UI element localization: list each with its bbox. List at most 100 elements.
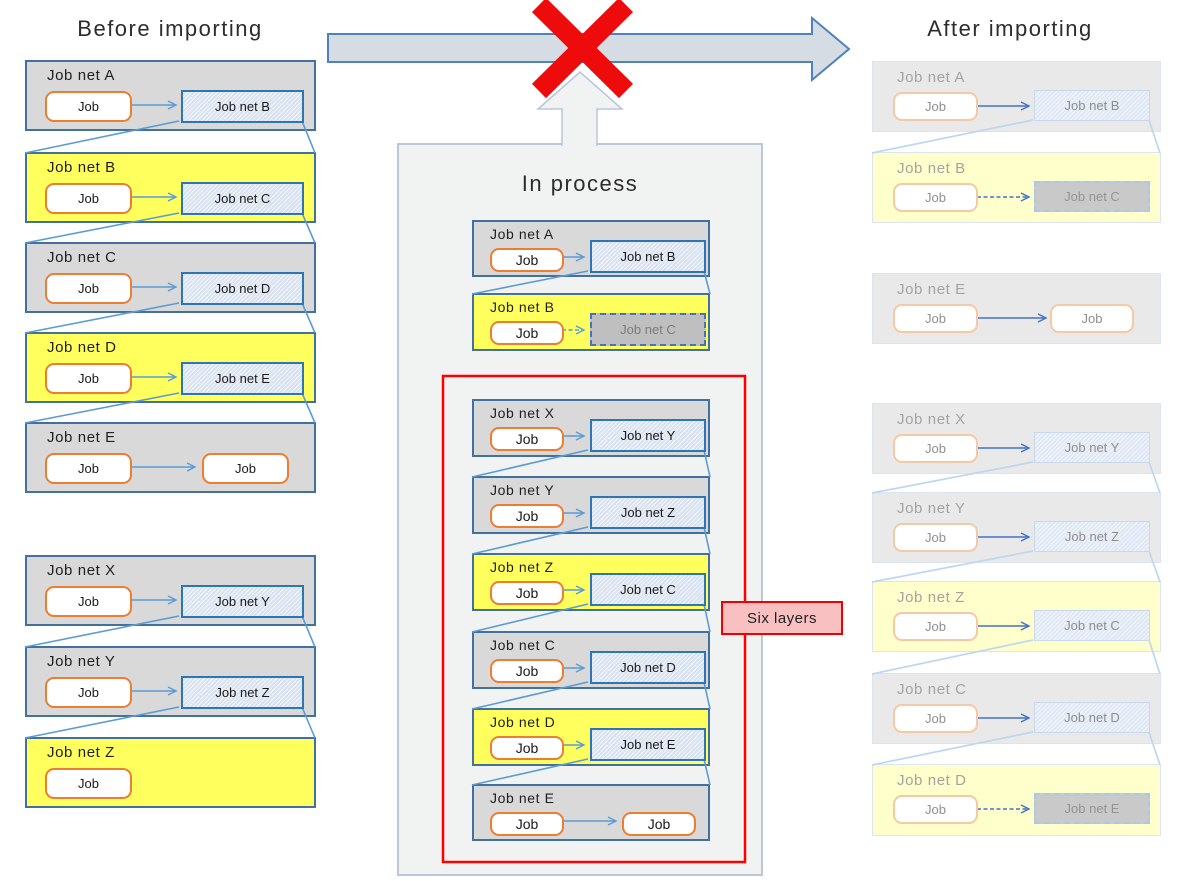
after-jobnet-z: Job net Z Job Job net C (872, 581, 1161, 652)
jobnet-title: Job net B (897, 160, 966, 177)
before-jobnet-z: Job net Z Job (25, 737, 316, 808)
jobnet-ref-box-missing: Job net E (1034, 793, 1150, 824)
job-label: Job (515, 816, 539, 832)
after-jobnet-b: Job net B Job Job net C (872, 152, 1161, 223)
job-label: Job (515, 585, 539, 601)
jobnet-ref-label: Job net C (1064, 189, 1120, 204)
jobnet-ref-box: Job net Z (1034, 521, 1150, 552)
jobnet-ref-label: Job net C (620, 322, 676, 337)
jobnet-ref-box: Job net D (590, 651, 706, 684)
jobnet-title: Job net B (490, 299, 555, 315)
jobnet-title: Job net A (47, 67, 115, 84)
before-jobnet-x: Job net X Job Job net Y (25, 555, 316, 626)
job-box: Job (893, 612, 978, 641)
job-label: Job (515, 325, 539, 341)
job-box: Job (893, 795, 978, 824)
jobnet-ref-box: Job net E (590, 728, 706, 761)
job-label: Job (78, 685, 99, 700)
jobnet-ref-box: Job net C (590, 573, 706, 606)
jobnet-title: Job net E (47, 429, 116, 446)
process-jobnet-x: Job net X Job Job net Y (472, 399, 710, 457)
jobnet-title: Job net X (897, 411, 966, 428)
jobnet-title: Job net X (490, 405, 555, 421)
process-jobnet-y: Job net Y Job Job net Z (472, 476, 710, 534)
job-label: Job (78, 461, 99, 476)
before-jobnet-e: Job net E Job Job (25, 422, 316, 493)
job-label: Job (925, 530, 946, 545)
job-label: Job (925, 441, 946, 456)
job-box: Job (490, 581, 564, 605)
jobnet-ref-label: Job net C (1064, 618, 1120, 633)
job-box: Job (490, 812, 564, 836)
job-box: Job (490, 504, 564, 528)
jobnet-title: Job net A (490, 226, 554, 242)
jobnet-title: Job net Z (47, 744, 115, 761)
jobnet-ref-box: Job net E (181, 362, 304, 395)
process-jobnet-a: Job net A Job Job net B (472, 220, 710, 277)
up-arrow (536, 71, 624, 146)
jobnet-ref-label: Job net D (1064, 710, 1120, 725)
jobnet-ref-label: Job net Y (620, 428, 676, 443)
job-label: Job (925, 802, 946, 817)
job-label: Job (925, 711, 946, 726)
job-box: Job (45, 677, 132, 708)
job-box: Job (490, 659, 564, 683)
before-section-title: Before importing (77, 16, 263, 41)
job-box: Job (45, 586, 132, 617)
after-jobnet-y: Job net Y Job Job net Z (872, 492, 1161, 563)
before-jobnet-a: Job net A Job Job net B (25, 60, 316, 131)
job-label: Job (78, 594, 99, 609)
jobnet-title: Job net B (47, 159, 116, 176)
process-jobnet-c: Job net C Job Job net D (472, 631, 710, 689)
process-jobnet-z: Job net Z Job Job net C (472, 553, 710, 611)
import-flow-arrow (327, 15, 851, 83)
job-label: Job (78, 776, 99, 791)
jobnet-ref-box: Job net D (181, 272, 304, 305)
jobnet-title: Job net D (47, 339, 117, 356)
jobnet-ref-label: Job net E (215, 371, 270, 386)
jobnet-ref-box: Job net C (181, 182, 304, 215)
jobnet-ref-box: Job net Z (590, 496, 706, 529)
job-label: Job (515, 431, 539, 447)
jobnet-ref-box-missing: Job net C (1034, 181, 1150, 212)
process-jobnet-b: Job net B Job Job net C (472, 293, 710, 351)
job-box: Job (490, 248, 564, 272)
jobnet-ref-label: Job net D (214, 281, 271, 296)
jobnet-ref-box: Job net Y (590, 419, 706, 452)
jobnet-ref-label: Job net E (620, 737, 676, 752)
six-layers-label: Six layers (746, 609, 818, 627)
jobnet-ref-label: Job net B (215, 99, 270, 114)
jobnet-ref-box: Job net Y (181, 585, 304, 618)
job-label: Job (515, 663, 539, 679)
jobnet-ref-label: Job net C (214, 191, 271, 206)
job-box: Job (45, 91, 132, 122)
job-label: Job (925, 311, 946, 326)
before-jobnet-c: Job net C Job Job net D (25, 242, 316, 313)
job-label: Job (78, 281, 99, 296)
jobnet-ref-label: Job net Y (1064, 440, 1120, 455)
jobnet-ref-label: Job net Y (215, 594, 270, 609)
jobnet-ref-label: Job net Z (620, 505, 676, 520)
jobnet-ref-box: Job net B (181, 90, 304, 123)
job-label: Job (925, 99, 946, 114)
job-label: Job (78, 371, 99, 386)
jobnet-title: Job net C (490, 637, 556, 653)
job-box: Job (1050, 304, 1134, 333)
jobnet-ref-box: Job net Z (181, 676, 304, 709)
after-section-title: After importing (927, 16, 1093, 41)
job-box: Job (893, 704, 978, 733)
six-layers-badge: Six layers (721, 601, 843, 635)
job-box: Job (45, 453, 132, 484)
before-jobnet-d: Job net D Job Job net E (25, 332, 316, 403)
before-jobnet-b: Job net B Job Job net C (25, 152, 316, 223)
job-label: Job (925, 619, 946, 634)
after-jobnet-d: Job net D Job Job net E (872, 764, 1161, 836)
job-label: Job (515, 740, 539, 756)
jobnet-ref-box: Job net B (590, 240, 706, 273)
job-box: Job (45, 363, 132, 394)
after-jobnet-c: Job net C Job Job net D (872, 673, 1161, 744)
job-label: Job (1081, 311, 1103, 326)
jobnet-ref-box: Job net Y (1034, 432, 1150, 463)
job-box: Job (490, 736, 564, 760)
